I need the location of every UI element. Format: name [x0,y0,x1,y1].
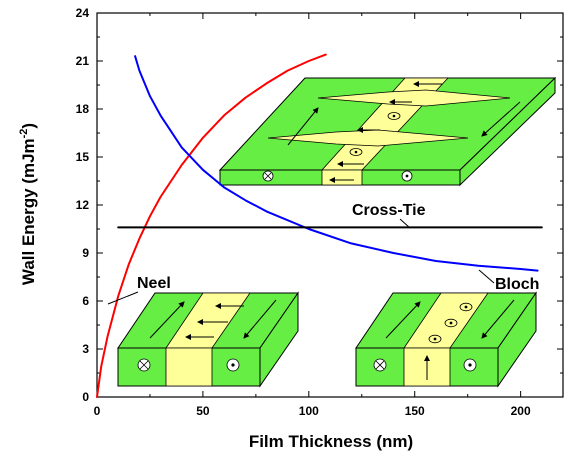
bloch-arrow [385,301,421,339]
y-tick-label: 9 [82,246,89,260]
crosstie-dot [354,150,358,154]
crosstie-arrow [481,101,521,137]
neel-arrow [149,301,185,339]
y-tick-label: 24 [76,6,90,20]
neel-wall-front [165,347,213,387]
crosstie-dot [392,114,396,118]
series-line-bloch [134,55,539,272]
bloch-dot [464,305,468,309]
crosstie-cross [264,172,272,180]
bloch-diagram [355,291,537,388]
x-axis-title: Film Thickness (nm) [249,432,413,451]
neel-slab-side [259,291,299,388]
bloch-dot-center [468,363,472,367]
bloch-arrow [481,299,515,339]
annotation-bloch: Bloch [495,276,539,293]
crosstie-dot-center [405,174,409,178]
crosstie-slab-side [459,76,556,187]
x-tick-label: 50 [196,404,210,418]
y-tick-label: 3 [82,342,89,356]
bloch-slab-side [497,291,537,388]
bloch-dot [449,321,453,325]
series-layer [96,53,543,398]
x-tick-label: 100 [299,404,319,418]
y-tick-label: 15 [76,150,90,164]
y-axis-title-close: ) [19,123,38,129]
neel-dot-center [231,363,235,367]
y-axis-title-main: Wall Energy (mJm [19,138,38,285]
y-axis-title: Wall Energy (mJm-2) [18,123,38,285]
x-tick-label: 200 [511,404,531,418]
crosstie-star-lower [267,129,469,147]
y-tick-label: 12 [76,198,90,212]
bloch-cross [375,360,385,370]
bloch-dot [433,337,437,341]
y-axis-title-exponent: -2 [18,129,30,139]
neel-diagram [117,291,299,388]
y-tick-label: 21 [76,54,90,68]
crosstie-wall-front [321,169,363,186]
neel-cross [139,360,149,370]
x-tick-label: 0 [94,404,101,418]
y-tick-label: 18 [76,102,90,116]
annotation-neel: Neel [137,275,171,292]
bloch-leader [478,269,495,284]
neel-arrow [243,299,277,339]
y-tick-label: 6 [82,294,89,308]
crosstie-star-upper [317,89,511,107]
neel-leader [107,291,139,305]
y-tick-label: 0 [82,390,89,404]
x-tick-label: 150 [405,404,425,418]
crosstie-arrow [287,107,319,146]
crosstie-leader [399,218,411,229]
annotation-cross-tie: Cross-Tie [352,202,426,219]
ticks: 0 50 100 150 200 0 3 6 9 12 15 18 21 24 [76,6,563,418]
cross-tie-diagram [218,76,557,187]
series-line-neel [96,53,327,398]
